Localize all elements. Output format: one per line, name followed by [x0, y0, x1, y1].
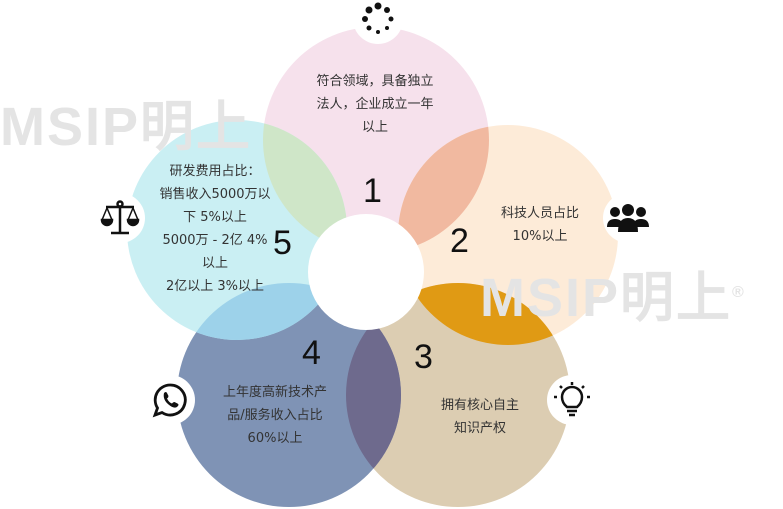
petal-5-number: 5	[273, 224, 292, 262]
center-circle	[308, 214, 424, 330]
text-line: 销售收入5000万以	[159, 187, 271, 202]
loading-dots-icon	[353, 0, 403, 44]
text-line: 符合领域，具备独立	[316, 74, 434, 89]
petal-4-text: 上年度高新技术产 品/服务收入占比 60%以上	[205, 381, 345, 450]
petal-2-text: 科技人员占比 10%以上	[480, 202, 600, 248]
text-line: 法人，企业成立一年	[316, 97, 434, 112]
petal-3-number: 3	[414, 338, 433, 376]
text-line: 10%以上	[512, 229, 568, 244]
text-line: 知识产权	[453, 421, 506, 436]
text-line: 5000万 - 2亿 4%	[162, 233, 268, 248]
petal-1-text: 符合领域，具备独立 法人，企业成立一年 以上	[300, 70, 450, 139]
balance-scale-icon	[95, 193, 145, 243]
text-line: 拥有核心自主	[440, 398, 519, 413]
text-line: 上年度高新技术产	[222, 385, 327, 400]
text-line: 60%以上	[247, 431, 303, 446]
text-line: 以上	[361, 120, 388, 135]
text-line: 研发费用占比：	[169, 164, 261, 179]
text-line: 下 5%以上	[183, 210, 247, 225]
watermark-text: MSIP明上	[0, 97, 253, 157]
overlap-5-1	[263, 120, 347, 253]
text-line: 科技人员占比	[500, 206, 579, 221]
people-group-icon	[603, 193, 653, 243]
text-line: 以上	[201, 256, 228, 271]
watermark: MSIP明上®	[480, 266, 746, 325]
watermark-text: MSIP明上	[480, 268, 733, 328]
overlap-1-2	[398, 125, 489, 253]
watermark: MSIP明上	[0, 100, 252, 154]
petal-1-number: 1	[363, 172, 382, 210]
petal-3-text: 拥有核心自主 知识产权	[420, 394, 540, 440]
text-line: 品/服务收入占比	[227, 408, 323, 423]
whatsapp-phone-icon	[145, 375, 195, 425]
petal-2-number: 2	[450, 222, 469, 260]
petal-5-text: 研发费用占比： 销售收入5000万以 下 5%以上 5000万 - 2亿 4% …	[150, 160, 280, 298]
petal-4-number: 4	[302, 334, 321, 372]
text-line: 2亿以上 3%以上	[165, 279, 265, 294]
registered-mark: ®	[732, 284, 746, 301]
lightbulb-icon	[547, 375, 597, 425]
